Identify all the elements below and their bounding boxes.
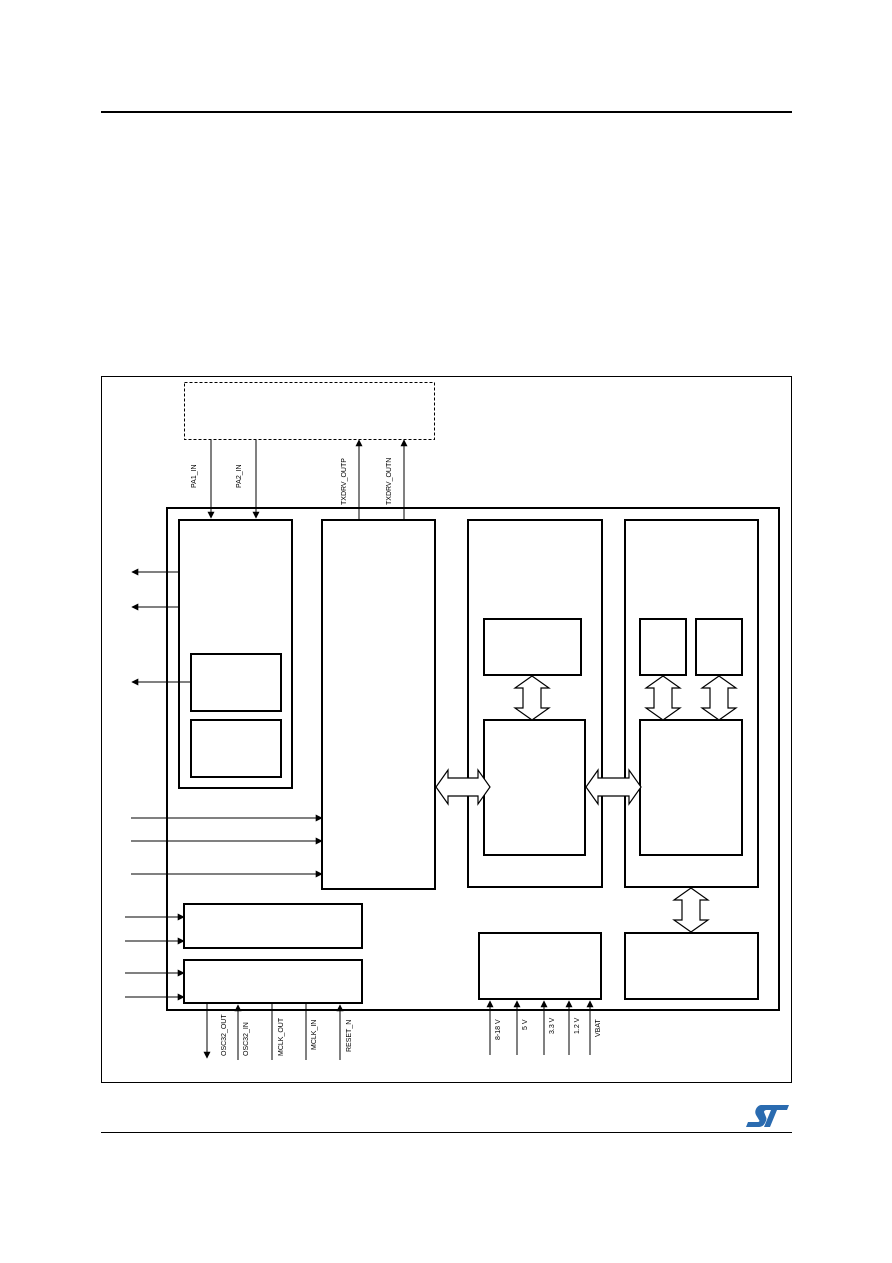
header-rule	[101, 111, 792, 113]
bus-arrow-host-interface	[672, 887, 710, 933]
power-block	[478, 932, 602, 1000]
label-osc32-in: OSC32_IN	[243, 1022, 250, 1056]
label-3v3: 3.3 V	[549, 1017, 556, 1034]
interface-block	[624, 932, 759, 1000]
chip-outline	[166, 507, 780, 1011]
receiver-block	[178, 519, 293, 789]
figure-frame	[101, 376, 792, 1083]
label-reset-n: RESET_N	[346, 1020, 353, 1052]
receiver-sub-block-2	[190, 719, 282, 778]
label-vbat: VBAT	[595, 1019, 602, 1037]
bus-arrow-host-internal-1	[644, 675, 682, 721]
host-sub-small-2	[695, 618, 743, 676]
label-pa2-in: PA2_IN	[236, 464, 243, 488]
bus-arrow-controller-host	[585, 768, 642, 806]
label-txdrv-outn: TXDRV_OUTN	[386, 458, 393, 505]
st-logo-icon	[746, 1105, 789, 1127]
bus-arrow-modem-controller	[435, 768, 491, 806]
host-sub-small-1	[639, 618, 687, 676]
receiver-sub-block-1	[190, 653, 282, 712]
label-pa1-in: PA1_IN	[191, 464, 198, 488]
bus-arrow-host-internal-2	[700, 675, 738, 721]
label-1v2: 1.2 V	[574, 1017, 581, 1034]
controller-sub-top	[483, 618, 582, 676]
controller-sub-main	[483, 719, 586, 856]
host-block	[624, 519, 759, 888]
host-sub-main	[639, 719, 743, 856]
label-5v: 5 V	[522, 1019, 529, 1030]
footer-rule	[101, 1132, 792, 1133]
clock-block-1	[183, 903, 363, 949]
external-frontend-block	[184, 382, 435, 440]
label-8-18v: 8-18 V	[495, 1019, 502, 1040]
label-mclk-out: MCLK_OUT	[278, 1017, 285, 1056]
clock-block-2	[183, 959, 363, 1004]
label-txdrv-outp: TXDRV_OUTP	[341, 458, 348, 505]
label-osc32-out: OSC32_OUT	[221, 1014, 228, 1056]
label-mclk-in: MCLK_IN	[311, 1020, 318, 1050]
bus-arrow-controller-internal	[513, 675, 551, 721]
controller-block	[467, 519, 603, 888]
modem-block	[321, 519, 436, 890]
